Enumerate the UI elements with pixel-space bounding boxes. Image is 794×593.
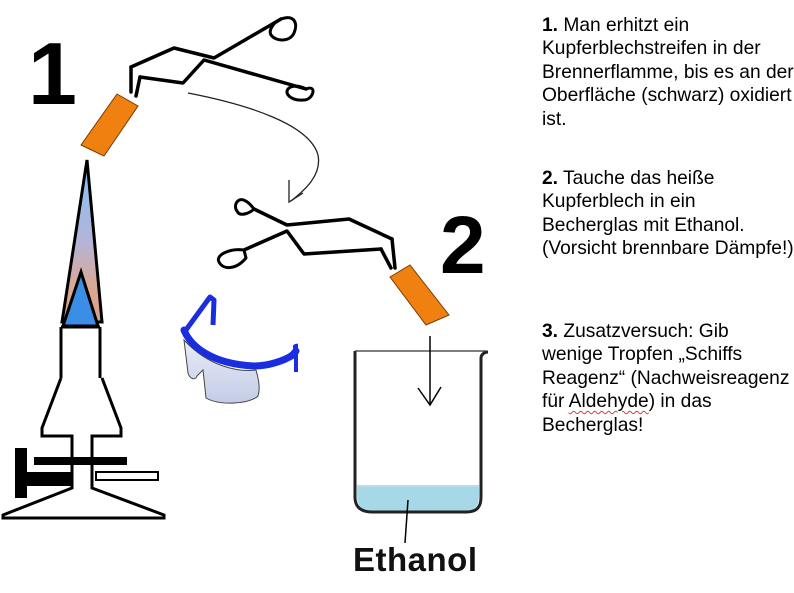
step-text: Man erhitzt ein Kupferblechstreifen in d…	[542, 15, 794, 130]
flame-icon	[60, 159, 104, 328]
ethanol-label: Ethanol	[353, 541, 478, 578]
step-text-end: ) in das Becherglas!	[542, 391, 712, 436]
instruction-step-3: 3. Zusatzversuch: Gib wenige Tropfen „Sc…	[542, 320, 794, 437]
instruction-step-2: 2. Tauche das heiße Kupferblech in ein B…	[542, 167, 794, 261]
step-text: Tauche das heiße Kupferblech in ein Bech…	[542, 168, 794, 260]
instruction-step-1: 1. Man erhitzt ein Kupferblechstreifen i…	[542, 14, 794, 131]
step-number: 3.	[542, 321, 559, 342]
copper-strip-icon	[389, 264, 450, 326]
step-number-1: 1	[28, 24, 77, 123]
spellcheck-underlined-word: Aldehyde	[568, 391, 649, 413]
copper-strip-icon	[80, 93, 139, 157]
curved-arrow-icon	[187, 92, 320, 204]
step-number-2: 2	[440, 200, 486, 291]
step-text: Zusatzversuch: Gib wenige Tropfen „Schif…	[542, 321, 790, 413]
safety-goggles-icon	[180, 294, 300, 404]
down-arrow-icon	[417, 336, 442, 407]
step-number: 1.	[542, 15, 559, 36]
tongs-icon	[129, 16, 315, 102]
tongs-icon	[216, 198, 397, 270]
bunsen-burner-icon	[1, 325, 166, 520]
step-number: 2.	[542, 168, 559, 189]
beaker-icon	[353, 350, 489, 544]
